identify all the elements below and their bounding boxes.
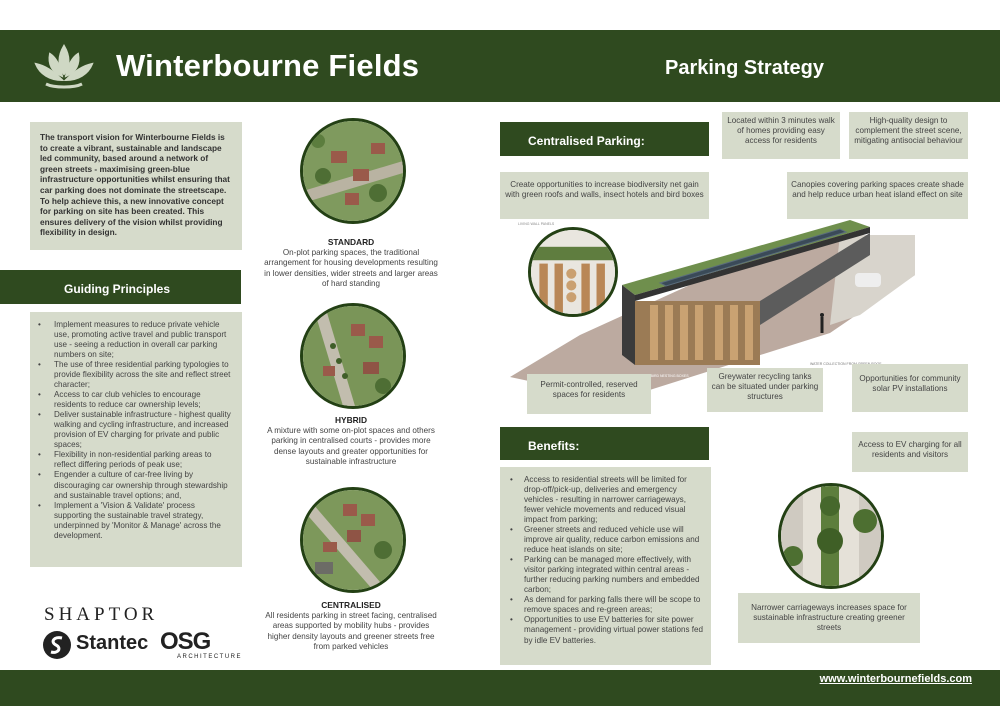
benefits-title: Benefits: [528, 439, 580, 453]
solar-note: Opportunities for community solar PV ins… [852, 364, 968, 412]
ev-charging-note: Access to EV charging for all residents … [852, 432, 968, 472]
living-wall-label: LIVING WALL PANELS [518, 222, 555, 226]
shaptor-logo: SHAPTOR [44, 604, 159, 625]
canopies-note: Canopies covering parking spaces create … [787, 172, 968, 219]
walk-note: Located within 3 minutes walk of homes p… [722, 112, 840, 159]
list-item: Engender a culture of car-free living by… [30, 470, 234, 500]
list-item: Greener streets and reduced vehicle use … [500, 525, 705, 555]
list-item: Parking can be managed more effectively,… [500, 555, 705, 595]
guiding-principles-title: Guiding Principles [64, 282, 171, 296]
centralised-text: All residents parking in street facing, … [265, 610, 437, 652]
centralised-parking-header: Centralised Parking: [500, 122, 709, 156]
standard-text: On-plot parking spaces, the traditional … [264, 247, 438, 289]
hybrid-text: A mixture with some on-plot spaces and o… [267, 425, 435, 467]
standard-parking-aerial-image [300, 118, 406, 224]
centralised-parking-aerial-image [300, 487, 406, 593]
list-item: The use of three residential parking typ… [30, 360, 234, 390]
list-item: As demand for parking falls there will b… [500, 595, 705, 615]
list-item: Implement measures to reduce private veh… [30, 320, 234, 360]
list-item: Access to residential streets will be li… [500, 475, 705, 525]
centralised-caption-panel: CENTRALISED All residents parking in str… [262, 595, 440, 665]
greywater-note: Greywater recycling tanks can be situate… [707, 368, 823, 412]
living-wall-detail-image [528, 227, 618, 317]
guiding-principles-header: Guiding Principles [0, 270, 241, 304]
guiding-principles-panel: Implement measures to reduce private veh… [30, 312, 242, 567]
permit-note: Permit-controlled, reserved spaces for r… [527, 374, 651, 414]
guiding-principles-list: Implement measures to reduce private veh… [30, 320, 234, 541]
intro-panel: The transport vision for Winterbourne Fi… [30, 122, 242, 250]
hybrid-title: HYBRID [334, 415, 368, 425]
list-item: Deliver sustainable infrastructure - hig… [30, 410, 234, 450]
title-banner [0, 30, 1000, 102]
benefits-header: Benefits: [500, 427, 709, 460]
design-note: High-quality design to complement the st… [849, 112, 968, 159]
centralised-title: CENTRALISED [321, 600, 381, 610]
website-link[interactable]: www.winterbournefields.com [819, 673, 972, 685]
narrow-carriageways-note: Narrower carriageways increases space fo… [738, 593, 920, 643]
green-street-image [778, 483, 884, 589]
centralised-parking-title: Centralised Parking: [528, 134, 645, 148]
list-item: Opportunities to use EV batteries for si… [500, 615, 705, 645]
list-item: Implement a 'Vision & Validate' process … [30, 501, 234, 541]
osg-logo: OSG [160, 628, 211, 655]
biodiversity-note: Create opportunities to increase biodive… [500, 172, 709, 219]
hybrid-parking-aerial-image [300, 303, 406, 409]
benefits-list: Access to residential streets will be li… [500, 475, 705, 646]
wildflowers-label: NATIVE WILDFLOWERS [630, 257, 675, 262]
list-item: Flexibility in non-residential parking a… [30, 450, 234, 470]
standard-caption-panel: STANDARD On-plot parking spaces, the tra… [262, 232, 440, 295]
benefits-panel: Access to residential streets will be li… [500, 467, 711, 665]
stantec-logo: Stantec [76, 632, 149, 654]
footer-banner [0, 670, 1000, 706]
winterbourne-logo-icon [34, 44, 94, 89]
site-title: Winterbourne Fields [116, 48, 420, 83]
list-item: Access to car club vehicles to encourage… [30, 390, 234, 410]
page-title: Parking Strategy [665, 57, 824, 79]
standard-title: STANDARD [327, 237, 375, 247]
intro-text: The transport vision for Winterbourne Fi… [40, 132, 230, 238]
hybrid-caption-panel: HYBRID A mixture with some on-plot space… [262, 410, 440, 480]
boxes-label: BAT BOXES AND BIRD NESTING BOXES [622, 374, 689, 378]
water-collection-label: WATER COLLECTION FROM GREEN ROOF [810, 362, 881, 366]
stantec-logo-icon [43, 631, 71, 659]
centralised-parking-illustration: NATIVE WILDFLOWERS BAT BOXES AND BIRD NE… [510, 220, 915, 400]
osg-architecture-label: ARCHITECTURE [177, 654, 243, 660]
